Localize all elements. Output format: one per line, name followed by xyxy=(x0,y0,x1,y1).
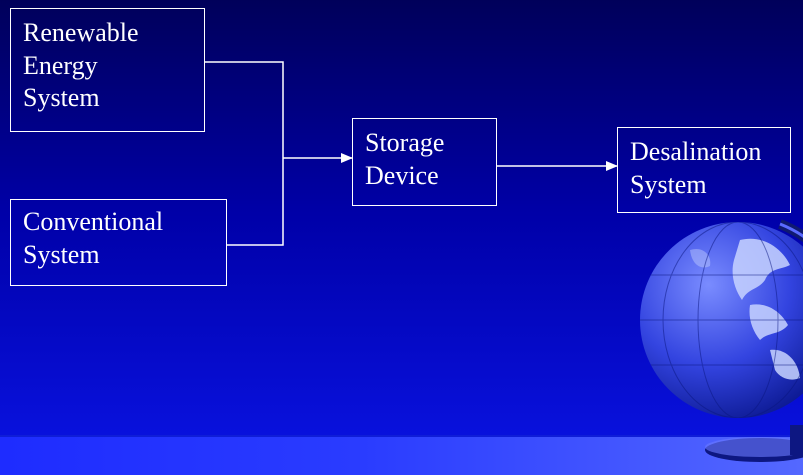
footer-band xyxy=(0,437,803,475)
footer-band-edge xyxy=(0,435,803,437)
edge-conventional-to-junction xyxy=(227,158,284,246)
node-label-line: Desalination xyxy=(630,137,762,166)
node-label-line: System xyxy=(23,83,100,112)
node-desalination-system: Desalination System xyxy=(617,127,791,213)
node-storage-device: Storage Device xyxy=(352,118,497,206)
node-label-line: System xyxy=(630,169,707,199)
node-conventional-system: Conventional System xyxy=(10,199,227,286)
edge-renewable-to-junction xyxy=(205,61,284,158)
node-label-line: Storage xyxy=(365,128,445,157)
node-label-line: Conventional xyxy=(23,207,164,236)
node-label-line: Device xyxy=(365,160,439,190)
node-label-line: Renewable xyxy=(23,18,139,47)
node-label-line: Energy xyxy=(23,50,98,80)
globe-icon xyxy=(640,219,803,462)
node-renewable-energy-system: Renewable Energy System xyxy=(10,8,205,132)
node-label-line: System xyxy=(23,239,100,269)
